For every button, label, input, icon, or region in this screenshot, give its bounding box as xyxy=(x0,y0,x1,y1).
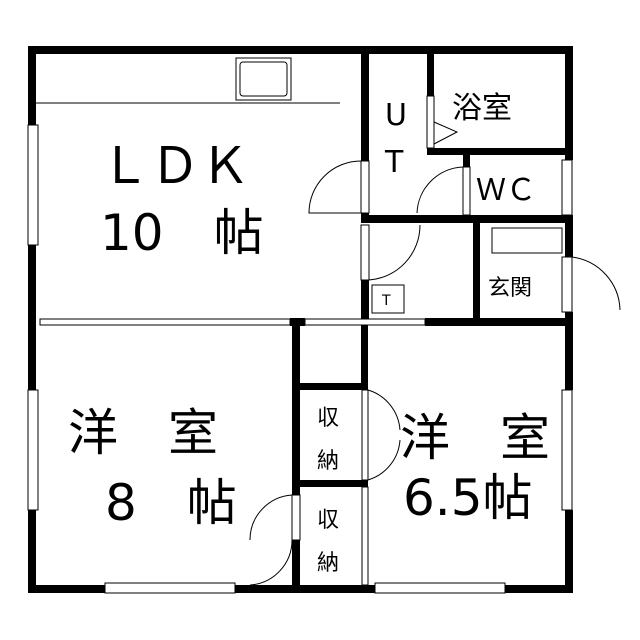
western65-size: 6.5帖 xyxy=(403,469,533,527)
western8-label: 洋 室 xyxy=(68,404,218,462)
storage2-label-2: 納 xyxy=(317,551,339,576)
fixtures xyxy=(36,57,563,314)
interior-walls xyxy=(290,46,573,593)
t-label: T xyxy=(381,293,391,309)
storage1-label-1: 収 xyxy=(317,406,339,431)
ldk-size: 10 帖 xyxy=(100,204,264,262)
western8-size: 8 帖 xyxy=(105,474,237,532)
bath-label: 浴室 xyxy=(452,91,512,126)
ut-label-2: T xyxy=(384,145,404,180)
exterior-walls xyxy=(28,46,573,593)
ldk-label: ＬＤＫ xyxy=(100,137,250,195)
t-box xyxy=(371,284,405,314)
wc-label: ＷＣ xyxy=(476,173,536,208)
doors xyxy=(39,95,621,586)
storage2-label-1: 収 xyxy=(317,508,339,533)
entrance-label: 玄関 xyxy=(488,276,532,301)
storage1-label-2: 納 xyxy=(317,449,339,474)
room-labels: ＬＤＫ 10 帖 U T 浴室 ＷＣ 玄関 T 洋 室 8 帖 洋 室 6.5帖… xyxy=(68,91,550,576)
ut-label-1: U xyxy=(385,98,407,133)
western65-label: 洋 室 xyxy=(400,409,550,467)
